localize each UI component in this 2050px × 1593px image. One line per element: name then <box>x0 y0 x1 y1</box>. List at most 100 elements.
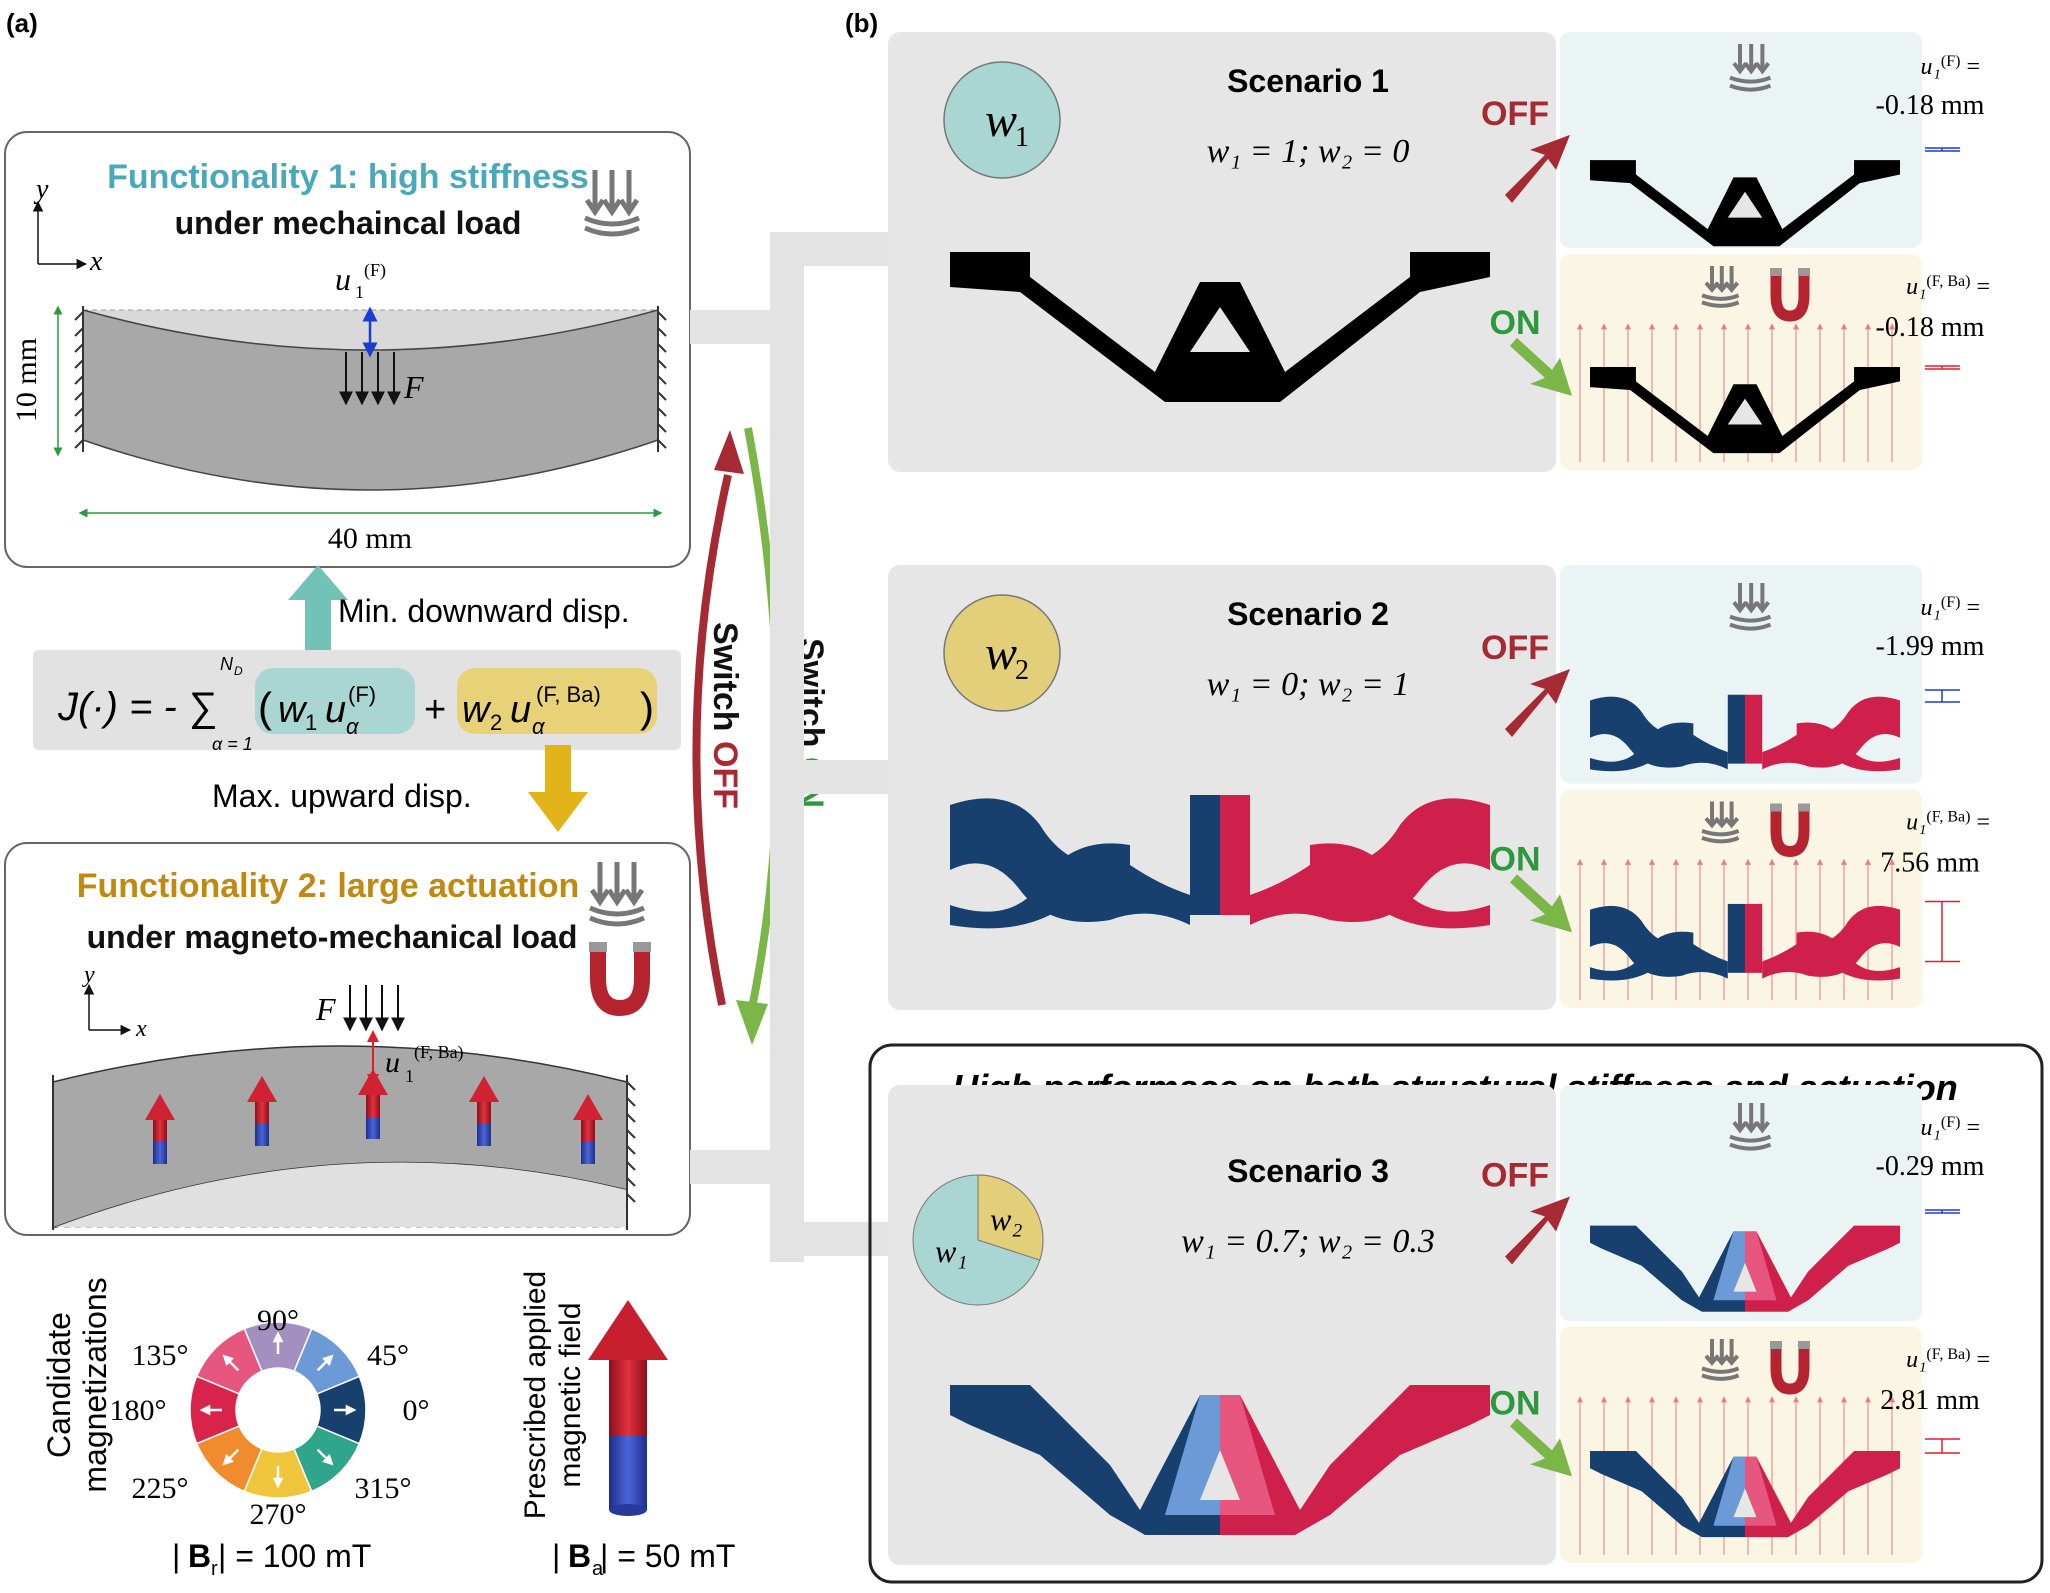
angle-270: 270° <box>250 1498 307 1531</box>
func1-axis-x: x <box>89 246 103 277</box>
func1-subtitle: under mechaincal load <box>175 205 522 241</box>
off-label: OFF <box>1481 95 1549 133</box>
br-magnitude: | B r | = 100 mT <box>172 1538 371 1580</box>
func1-title: Functionality 1: high stiffness <box>107 158 589 196</box>
func1-force-arrows <box>339 352 401 406</box>
term2-w-sub: 2 <box>490 710 502 735</box>
sum-bottom: α = 1 <box>212 734 253 754</box>
off-label: OFF <box>1481 1156 1549 1194</box>
off-value: -0.29 mm <box>1876 1151 1985 1182</box>
func1-disp-sub: 1 <box>355 282 364 302</box>
candidate-line2: magnetizations <box>77 1277 113 1492</box>
svg-text:|: | <box>172 1538 180 1574</box>
off-arrow <box>1505 134 1570 203</box>
func2-subtitle: under magneto-mechanical load <box>87 919 578 955</box>
svg-text:a: a <box>592 1558 604 1580</box>
func2-disp-sup: (F, Ba) <box>414 1042 464 1063</box>
applied-field-arrow <box>588 1300 668 1516</box>
mechanical-load-icon <box>1701 1339 1740 1381</box>
func2-axis-x: x <box>135 1016 147 1042</box>
horseshoe-magnet-icon <box>1770 1341 1810 1395</box>
functionality-2-box: Functionality 2: large actuation under m… <box>4 842 691 1236</box>
func2-clamps <box>52 1075 636 1230</box>
svg-text:r: r <box>211 1558 218 1580</box>
switch-off-text: Switch OFF <box>706 622 744 809</box>
optimized-structure <box>950 1385 1490 1535</box>
horseshoe-magnet-icon <box>1770 803 1810 858</box>
horseshoe-magnet-icon <box>1770 268 1810 322</box>
svg-text:| = 50 mT: | = 50 mT <box>600 1538 735 1574</box>
func2-disp-label: u <box>385 1046 400 1079</box>
applied-line1: Prescribed applied <box>519 1271 552 1519</box>
weight-subscript: 2 <box>1015 655 1029 686</box>
weight-symbol: w <box>985 627 1017 680</box>
weight-pie-w2 <box>977 1174 1044 1261</box>
on-structure <box>1590 903 1900 981</box>
height-dimension: 10 mm <box>10 338 43 422</box>
off-value-label: u₁(F) = <box>1921 1114 1980 1141</box>
func1-clamps <box>74 306 667 452</box>
connector-bands <box>690 232 890 1262</box>
svg-text:): ) <box>640 684 654 731</box>
scenario-weights: w₁ = 0; w₂ = 1 <box>1207 666 1410 703</box>
term1-u-sup: (F) <box>348 682 376 707</box>
min-downward-label: Min. downward disp. <box>338 593 630 629</box>
optimized-structure <box>950 252 1490 402</box>
magnetization-color-wheel <box>189 1321 367 1499</box>
max-upward-label: Max. upward disp. <box>212 778 472 814</box>
term1-w-sub: 1 <box>305 710 317 735</box>
width-dimension: 40 mm <box>328 522 412 555</box>
scenario3-highlight-frame <box>868 1043 2044 1584</box>
off-label: OFF <box>1481 629 1549 667</box>
on-structure <box>1590 367 1900 454</box>
off-arrow <box>1505 1196 1570 1265</box>
ba-magnitude: | B a | = 50 mT <box>552 1538 735 1580</box>
objective-formula: J(·) = - ∑ N D α = 1 ( w 1 u α (F) + w 2… <box>57 654 654 754</box>
on-arrow <box>1510 874 1572 933</box>
angle-180: 180° <box>110 1394 167 1427</box>
func1-axes <box>32 200 88 270</box>
term2-highlight <box>457 668 657 734</box>
svg-text:B: B <box>188 1538 211 1574</box>
term1-u-sub: α <box>346 714 360 739</box>
pie-w2-label: w₂ <box>990 1201 1022 1237</box>
on-arrow <box>1510 1418 1572 1477</box>
func2-axes <box>83 983 132 1036</box>
formula-plus: + <box>424 689 446 731</box>
pie-w1-label: w₁ <box>935 1233 967 1269</box>
on-value-label: u₁(F, Ba) = <box>1906 273 1990 300</box>
mechanical-load-icon <box>1701 266 1740 308</box>
mechanical-load-icon <box>1729 44 1772 92</box>
off-structure <box>1590 160 1900 247</box>
on-label: ON <box>1490 840 1541 878</box>
off-value-label: u₁(F) = <box>1921 594 1980 621</box>
svg-text:(: ( <box>258 684 272 731</box>
func1-disp-label: u <box>335 261 351 297</box>
min-arrow-up <box>288 565 348 650</box>
formula-lhs: J(·) = - ∑ <box>57 685 217 729</box>
func1-axis-y: y <box>33 174 49 205</box>
term1-u: u <box>325 689 346 731</box>
weight-badge <box>943 61 1061 179</box>
term2-w: w <box>462 689 492 731</box>
on-arrow <box>1510 337 1572 396</box>
func2-axis-y: y <box>82 962 95 988</box>
on-value: -0.18 mm <box>1876 312 1985 343</box>
scenario-title: Scenario 3 <box>1227 1153 1389 1189</box>
svg-text:|: | <box>552 1538 560 1574</box>
functionality-1-box: Functionality 1: high stiffness under me… <box>4 131 691 568</box>
term1-highlight <box>255 668 415 734</box>
applied-line2: magnetic field <box>554 1302 587 1487</box>
angle-135: 135° <box>132 1339 189 1372</box>
off-value: -1.99 mm <box>1876 631 1985 662</box>
panel-a-label: (a) <box>6 8 38 38</box>
on-value: 2.81 mm <box>1880 1385 1980 1416</box>
optimized-structure <box>950 795 1490 929</box>
mechanical-load-icon <box>1701 801 1740 844</box>
angle-225: 225° <box>132 1472 189 1505</box>
on-label: ON <box>1490 304 1541 342</box>
panel-b-label: (b) <box>845 8 878 38</box>
